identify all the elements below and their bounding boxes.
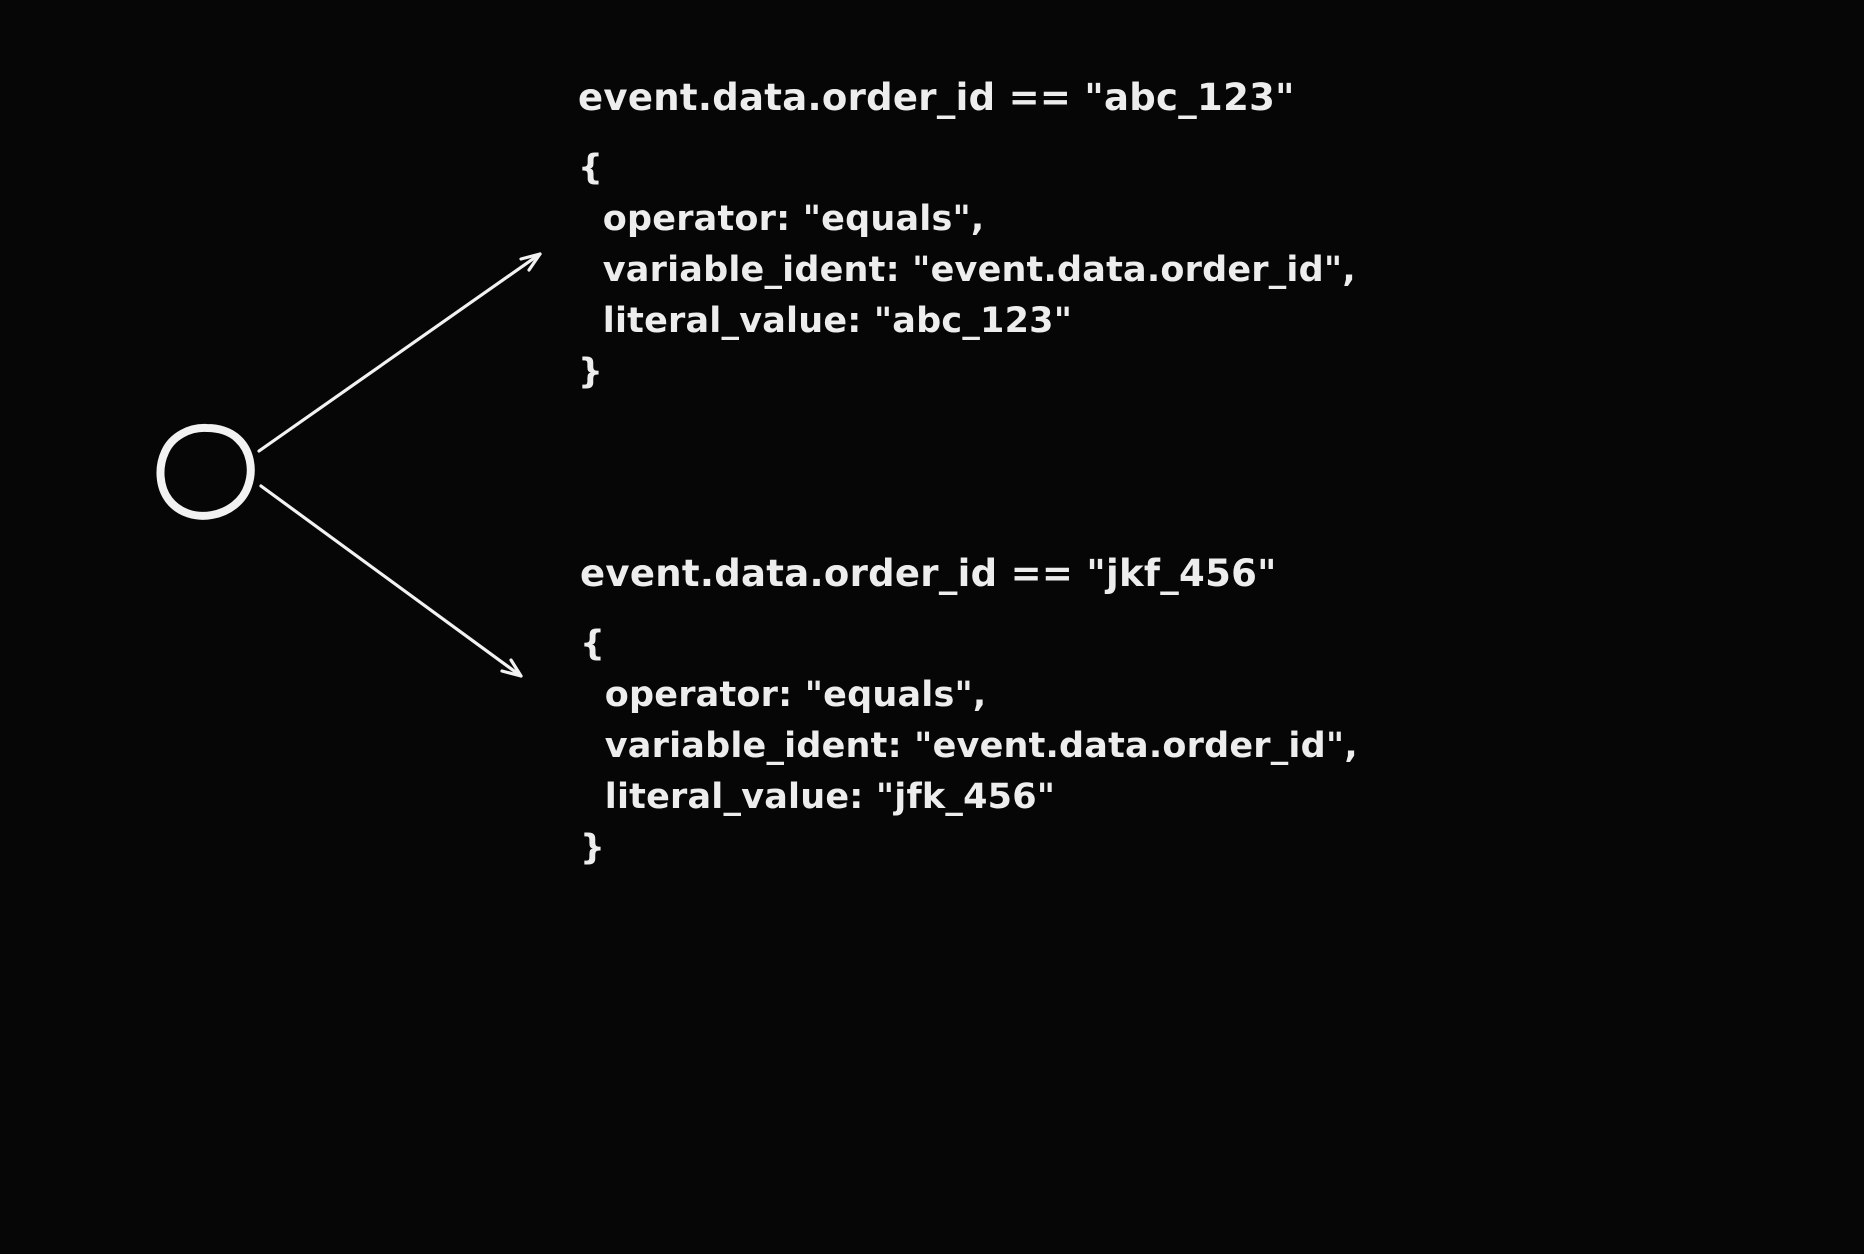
code-line: literal_value: "jfk_456" [580,777,1056,817]
arrow-to-top-branch [257,252,542,453]
code-line: { [580,624,606,664]
code-line: operator: "equals", [580,675,987,715]
code-line: { [578,148,604,188]
branch-code-block: { operator: "equals", variable_ident: "e… [580,619,1358,874]
code-line: } [578,352,604,392]
branch-title: event.data.order_id == "abc_123" [578,76,1295,119]
code-line: } [580,828,606,868]
code-line: operator: "equals", [578,199,985,239]
arrowhead-bottom-icon [500,658,523,678]
branch-code-block: { operator: "equals", variable_ident: "e… [578,143,1356,398]
branch-abc-123: event.data.order_id == "abc_123" { opera… [578,76,1356,398]
branch-jkf-456: event.data.order_id == "jkf_456" { opera… [580,552,1358,874]
code-line: variable_ident: "event.data.order_id", [580,726,1358,766]
decision-node-circle [156,423,255,520]
code-line: literal_value: "abc_123" [578,301,1073,341]
arrow-to-bottom-branch [259,484,523,678]
code-line: variable_ident: "event.data.order_id", [578,250,1356,290]
arrowhead-top-icon [519,252,542,272]
branch-title: event.data.order_id == "jkf_456" [580,552,1277,595]
